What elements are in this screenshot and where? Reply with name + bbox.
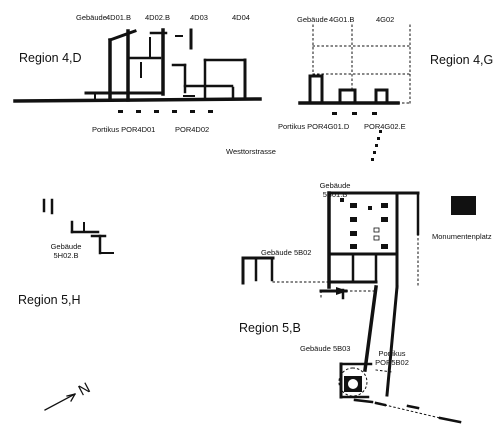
wall — [363, 285, 378, 372]
wall — [108, 29, 137, 42]
pier — [368, 206, 372, 210]
feature-label: Monumentenplatz — [432, 232, 492, 241]
building-label: 4D04 — [232, 13, 250, 22]
building-label: Gebäude 5B02 — [261, 248, 312, 257]
portico-5b-open-squares — [373, 227, 380, 241]
region-4g-walls — [298, 74, 400, 105]
wall — [13, 97, 262, 103]
pier — [352, 112, 357, 115]
pier — [371, 158, 374, 161]
pier — [350, 203, 357, 208]
wall — [385, 285, 399, 397]
pier — [379, 130, 382, 133]
portico-4g-piers — [332, 112, 382, 161]
north-arrow-shaft — [44, 393, 76, 411]
region-label: Region 5,H — [18, 293, 81, 307]
wall — [374, 401, 387, 407]
portico-label: POR4D02 — [175, 125, 210, 134]
building-label: 4G02 — [376, 15, 395, 24]
well — [348, 379, 358, 389]
region-5b-dotted — [272, 233, 441, 419]
street-label: Westtorstrasse — [226, 147, 276, 156]
pier — [350, 231, 357, 236]
pier — [372, 112, 377, 115]
building-prefix: Gebäude — [319, 181, 351, 190]
dotted-outline — [384, 404, 441, 419]
pier — [350, 244, 357, 249]
portico-prefix: Portikus — [378, 349, 406, 358]
wall — [406, 404, 420, 410]
open-pier — [373, 235, 380, 241]
region-label: Region 5,B — [239, 321, 301, 335]
north-arrow-head — [66, 393, 76, 402]
wall — [353, 398, 374, 404]
region-4d-walls — [13, 28, 262, 103]
wall — [438, 416, 462, 424]
building-label: 4D02.B — [145, 13, 171, 22]
building-prefix: Gebäude — [297, 15, 328, 24]
pier — [154, 110, 159, 113]
region-5b-walls — [241, 191, 462, 424]
pier — [172, 110, 177, 113]
pier — [340, 198, 344, 202]
pier — [332, 112, 337, 115]
pier — [381, 244, 388, 249]
region-4g-dotted — [312, 24, 411, 104]
portico-label: Portikus POR4G01.D — [278, 122, 350, 131]
portico-label: Portikus POR4D01 — [92, 125, 156, 134]
region-label: Region 4,G — [430, 53, 494, 67]
pier — [350, 217, 357, 222]
building-label: 4D03 — [190, 13, 208, 22]
portico-5b-piers — [340, 198, 388, 249]
portico-label: POR4G02.E — [364, 122, 406, 131]
building-prefix: Gebäude — [76, 13, 107, 22]
pier — [381, 203, 388, 208]
region-label: Region 4,D — [19, 51, 82, 65]
pier — [373, 151, 376, 154]
building-prefix: Gebäude — [50, 242, 82, 251]
building-label: 4G01.B — [329, 15, 355, 24]
north-arrow — [44, 393, 76, 411]
region-5h-walls — [42, 198, 114, 255]
pier — [377, 137, 380, 140]
pier — [381, 217, 388, 222]
pier — [136, 110, 141, 113]
building-label: 5H02.B — [53, 251, 79, 260]
building-label: 4D01.B — [106, 13, 132, 22]
open-pier — [373, 227, 380, 233]
building-label: Gebäude 5B03 — [300, 344, 351, 353]
building-label: 5B01.B — [322, 190, 348, 199]
pier — [190, 110, 195, 113]
arrow-head — [336, 287, 348, 295]
dotted-outline — [375, 369, 393, 373]
pier — [118, 110, 123, 113]
portico-label: POR5B02 — [375, 358, 409, 367]
pier — [208, 110, 213, 113]
monument-block — [451, 196, 476, 215]
pier — [375, 144, 378, 147]
portico-4d-piers — [118, 110, 213, 113]
